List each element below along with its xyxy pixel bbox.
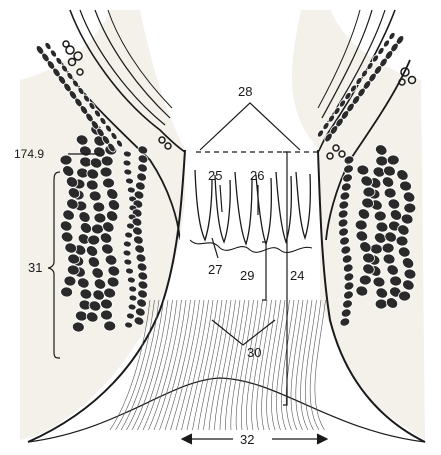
muscle-fiber [102, 178, 114, 188]
label-26: 26 [250, 168, 264, 183]
muscle-fiber [399, 291, 411, 301]
muscle-fiber [382, 243, 394, 253]
muscle-fiber [387, 155, 399, 165]
muscle-fiber [404, 203, 416, 213]
muscle-fiber [374, 211, 386, 221]
label-30: 30 [247, 345, 261, 360]
muscle-fiber [100, 167, 113, 178]
muscle-fiber [91, 224, 104, 235]
muscle-fiber [382, 39, 391, 48]
label-31: 31 [28, 260, 42, 275]
muscle-fiber [388, 31, 397, 40]
label-24: 24 [290, 268, 304, 283]
label-29: 29 [240, 268, 254, 283]
label-28: 28 [238, 84, 252, 99]
label-174-9: 174.9 [14, 147, 44, 161]
muscle-fiber [60, 155, 72, 165]
muscle-fiber [88, 235, 100, 245]
muscle-fiber [375, 299, 387, 309]
label-27: 27 [208, 262, 222, 277]
muscle-fiber [49, 49, 58, 58]
muscle-fiber [359, 275, 371, 285]
label-32: 32 [240, 432, 254, 447]
label-25: 25 [208, 168, 222, 183]
muscle-fiber [104, 321, 116, 331]
muscle-fiber [60, 287, 73, 298]
muscle-fiber [44, 41, 53, 50]
muscle-fiber [363, 187, 375, 197]
